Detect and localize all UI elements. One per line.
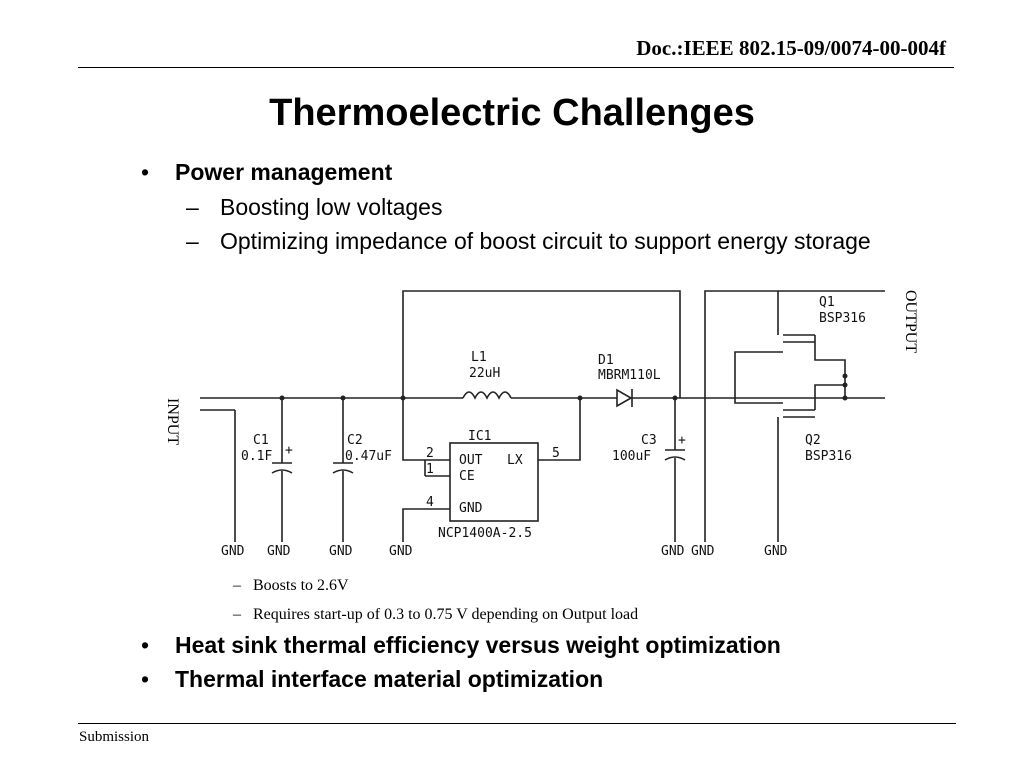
boost-circuit-schematic: L1 22uH D1 MBRM110L IC1 OUT CE GND LX NC… xyxy=(200,290,885,559)
junction xyxy=(842,395,848,401)
note-text: Requires start-up of 0.3 to 0.75 V depen… xyxy=(253,606,639,623)
header-rule xyxy=(78,67,954,68)
gnd-label: GND xyxy=(221,544,245,559)
junction xyxy=(842,373,848,379)
pin-4: 4 xyxy=(426,495,434,510)
gate-link-q2 xyxy=(734,398,783,404)
ic1-gnd-pin-label: GND xyxy=(459,501,483,516)
gnd-label: GND xyxy=(764,544,788,559)
ic1-lx-pin-label: LX xyxy=(507,453,523,468)
c3-value: 100uF xyxy=(612,449,651,464)
gnd-label: GND xyxy=(691,544,715,559)
output-label: OUTPUT xyxy=(902,290,919,354)
ic1-pin2-wire xyxy=(402,398,450,461)
bullet-text: Power management xyxy=(175,159,393,185)
bullet-text: Heat sink thermal efficiency versus weig… xyxy=(175,632,781,658)
note-text: Boosts to 2.6V xyxy=(253,577,349,594)
bullet-glyph: • xyxy=(141,666,150,692)
footer-submission: Submission xyxy=(79,729,150,745)
dash-glyph: – xyxy=(233,577,241,594)
subbullet-text: Optimizing impedance of boost circuit to… xyxy=(220,228,871,254)
gnd-label: GND xyxy=(329,544,353,559)
bullet-heat-sink: • Heat sink thermal efficiency versus we… xyxy=(141,632,781,659)
c2-name: C2 xyxy=(347,433,363,448)
d1-name: D1 xyxy=(598,353,614,368)
bullet-glyph: • xyxy=(141,159,150,185)
ic1-ce-pin-label: CE xyxy=(459,469,475,484)
gnd-label: GND xyxy=(661,544,685,559)
q1-source xyxy=(814,335,846,398)
top-wire xyxy=(402,290,681,398)
gnd-label: GND xyxy=(389,544,413,559)
c1-name: C1 xyxy=(253,433,269,448)
ic1-part: NCP1400A-2.5 xyxy=(438,526,532,541)
bullet-power-management: • Power management xyxy=(141,159,393,186)
note-startup: – Requires start-up of 0.3 to 0.75 V dep… xyxy=(233,606,639,624)
diode-d1 xyxy=(616,388,633,408)
l1-name: L1 xyxy=(471,350,487,365)
ic1-body xyxy=(449,442,539,522)
document-id: Doc.:IEEE 802.15-09/0074-00-004f xyxy=(636,36,946,60)
l1-value: 22uH xyxy=(469,366,500,381)
footer-rule xyxy=(78,723,956,724)
pin-1: 1 xyxy=(426,462,434,477)
pin-5: 5 xyxy=(552,446,560,461)
subbullet-boosting: – Boosting low voltages xyxy=(186,194,443,221)
note-boosts-to: – Boosts to 2.6V xyxy=(233,577,349,595)
pin-2: 2 xyxy=(426,446,434,461)
slide-title: Thermoelectric Challenges xyxy=(269,92,755,134)
dash-glyph: – xyxy=(233,606,241,623)
d1-value: MBRM110L xyxy=(598,368,661,383)
q1-name: Q1 xyxy=(819,295,835,310)
c2-plate-bottom xyxy=(332,469,354,474)
dash-glyph: – xyxy=(186,228,199,254)
junction xyxy=(842,382,848,388)
dash-glyph: – xyxy=(186,194,199,220)
input-label: INPUT xyxy=(164,398,181,446)
inductor-l1 xyxy=(462,391,512,400)
ic1-name: IC1 xyxy=(468,429,491,444)
c2-value: 0.47uF xyxy=(345,449,392,464)
ic1-pin4-wire xyxy=(402,508,450,542)
bullet-thermal-interface: • Thermal interface material optimizatio… xyxy=(141,666,604,693)
q1-part: BSP316 xyxy=(819,311,866,326)
subbullet-optimizing: – Optimizing impedance of boost circuit … xyxy=(186,228,871,255)
subbullet-text: Boosting low voltages xyxy=(220,194,443,220)
c1-plus: + xyxy=(285,443,293,458)
c3-plus: + xyxy=(678,433,686,448)
c3-plate-bottom xyxy=(664,456,686,461)
bullet-text: Thermal interface material optimization xyxy=(175,666,604,692)
bullet-glyph: • xyxy=(141,632,150,658)
c1-value: 0.1F xyxy=(241,449,272,464)
output-rail xyxy=(704,290,885,542)
c3-name: C3 xyxy=(641,433,657,448)
q2-source xyxy=(814,384,845,410)
q2-part: BSP316 xyxy=(805,449,852,464)
gate-link xyxy=(734,351,783,398)
c1-plate-bottom xyxy=(271,469,293,474)
gnd-label: GND xyxy=(267,544,291,559)
ic1-out-pin-label: OUT xyxy=(459,453,483,468)
q2-name: Q2 xyxy=(805,433,821,448)
ic1-pin5-wire xyxy=(538,398,581,461)
